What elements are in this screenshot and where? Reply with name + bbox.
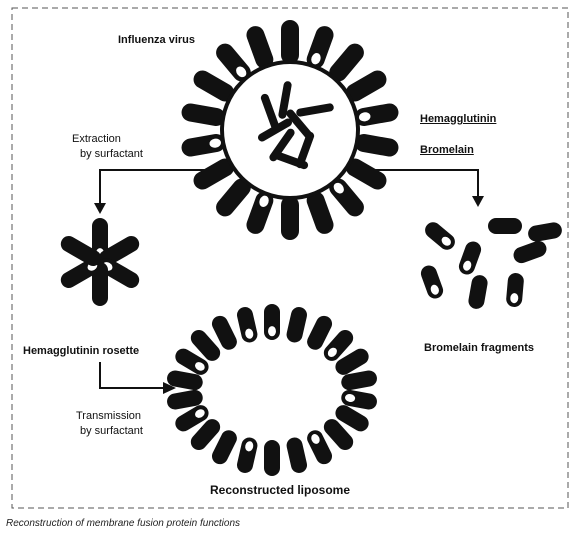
liposome-protein [264,304,280,340]
label-influenza-virus: Influenza virus [118,34,195,46]
arrow-extraction-head [94,203,106,214]
reconstructed-liposome [166,304,379,476]
label-extraction-line1: Extraction [72,133,121,145]
virus-spike [180,102,226,127]
label-hemagglutinin-rosette: Hemagglutinin rosette [23,345,139,357]
virus-spike [281,196,299,240]
arrow-bromelain-head [472,196,484,207]
virus-spike [353,133,399,158]
liposome-protein [235,436,259,475]
label-transmission-line2: by surfactant [80,425,143,437]
bromelain-fragment [457,239,484,276]
hemagglutinin-rosette [58,218,142,306]
virus-spike [353,102,399,127]
bromelain-fragment [467,274,489,310]
label-bromelain-fragments: Bromelain fragments [424,342,534,354]
liposome-protein [285,436,309,475]
liposome-protein [264,440,280,476]
label-transmission-line1: Transmission [76,410,141,422]
label-extraction-line2: by surfactant [80,148,143,160]
virus-spike [281,20,299,64]
bromelain-fragment [506,272,525,307]
liposome-protein [235,305,259,344]
bromelain-fragments [419,218,563,310]
liposome-protein [285,305,309,344]
bromelain-fragment [527,221,563,243]
bromelain-fragment [511,239,548,266]
label-bromelain: Bromelain [420,144,474,156]
figure-caption: Reconstruction of membrane fusion protei… [6,518,240,529]
bromelain-fragment [419,263,446,300]
label-reconstructed-liposome: Reconstructed liposome [210,484,350,497]
label-hemagglutinin: Hemagglutinin [420,113,496,125]
arrow-transmission [100,362,165,388]
bromelain-fragment [422,219,458,253]
virus-spike [180,133,226,158]
bromelain-fragment [488,218,522,234]
